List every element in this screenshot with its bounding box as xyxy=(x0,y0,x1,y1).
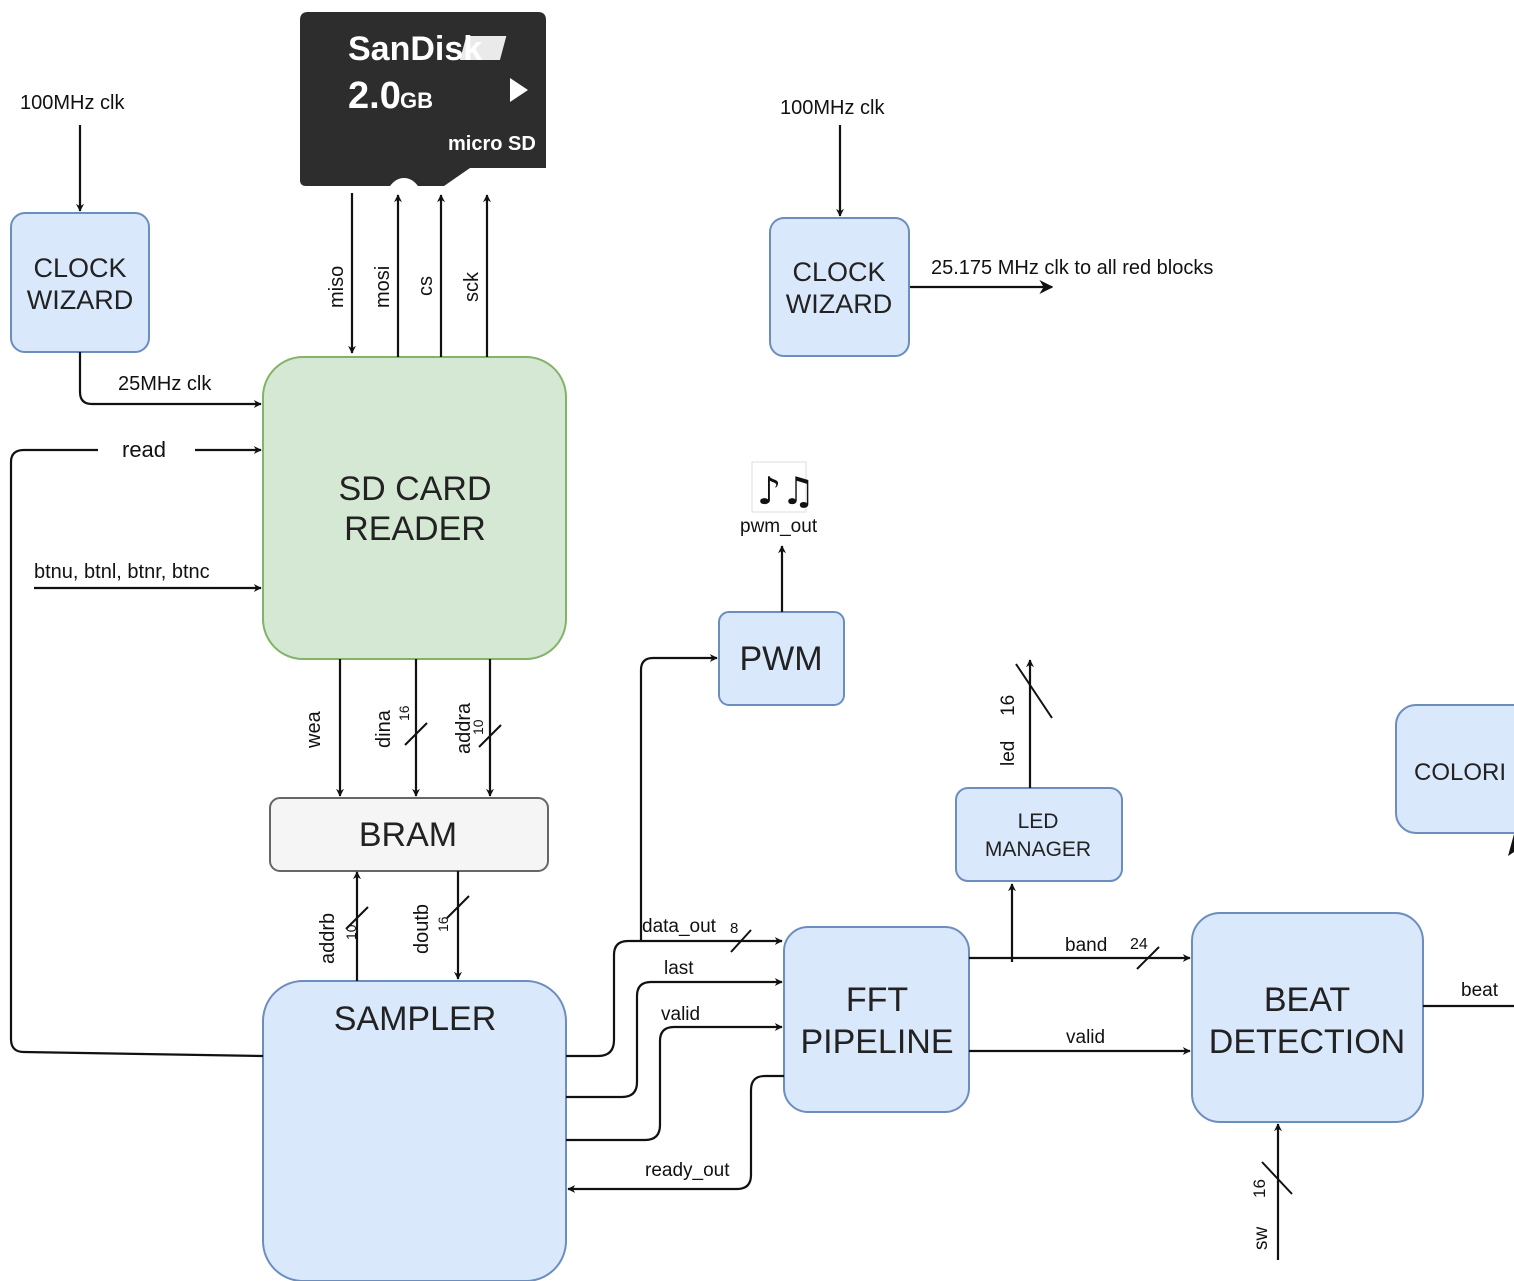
sd-card-unit: GB xyxy=(400,88,433,113)
fft-pipeline-label-2: PIPELINE xyxy=(800,1023,953,1061)
label-clk-in-left: 100MHz clk xyxy=(20,92,125,114)
bus-slash-led xyxy=(1016,664,1052,718)
label-data-out-width: 8 xyxy=(730,920,738,937)
arrow-into-coloring xyxy=(1508,834,1514,856)
sd-card-capacity: 2.0 xyxy=(348,75,401,117)
label-mosi: mosi xyxy=(372,266,394,308)
wire-read-loop xyxy=(11,450,263,1056)
beat-detection-label-1: BEAT xyxy=(1264,981,1350,1019)
clock-wizard-right-block xyxy=(770,218,909,356)
label-band: band xyxy=(1065,935,1107,956)
wire-last xyxy=(566,982,782,1097)
label-addra-width: 10 xyxy=(470,719,486,735)
label-data-out: data_out xyxy=(642,916,717,937)
clock-wizard-left-label-1: CLOCK xyxy=(33,253,126,283)
label-sw: sw xyxy=(1251,1227,1272,1251)
clock-wizard-right-label-2: WIZARD xyxy=(786,289,892,319)
label-miso: miso xyxy=(326,266,348,308)
label-addrb: addrb xyxy=(317,913,339,964)
label-sw-width: 16 xyxy=(1250,1179,1269,1198)
sd-card-brand-logo xyxy=(460,36,506,60)
label-pwm-out: pwm_out xyxy=(740,516,818,537)
label-cs: cs xyxy=(415,276,437,296)
led-manager-label-1: LED xyxy=(1018,810,1059,833)
label-wea: wea xyxy=(303,710,325,749)
label-led-width: 16 xyxy=(998,695,1019,716)
label-doutb-width: 16 xyxy=(435,916,451,932)
clock-wizard-right-label-1: CLOCK xyxy=(792,257,885,287)
wire-to-pwm xyxy=(641,658,717,941)
label-doutb: doutb xyxy=(411,904,433,954)
label-dina: dina xyxy=(373,709,395,748)
sd-card-reader-block xyxy=(263,357,566,659)
label-sck: sck xyxy=(461,271,483,302)
pwm-label: PWM xyxy=(739,640,822,678)
bram-label: BRAM xyxy=(359,816,457,854)
music-notes-icon: ♪♫ xyxy=(752,462,815,513)
label-valid-in: valid xyxy=(661,1004,700,1025)
label-led: led xyxy=(998,741,1019,766)
fft-pipeline-block xyxy=(784,927,969,1112)
sd-card-image: SanDisk 2.0 GB micro SD xyxy=(300,12,546,186)
label-buttons: btnu, btnl, btnr, btnc xyxy=(34,561,210,583)
fft-pipeline-label-1: FFT xyxy=(846,981,908,1019)
sd-card-brand: SanDisk xyxy=(348,30,482,68)
label-clk-in-right: 100MHz clk xyxy=(780,97,885,119)
label-clk-25: 25MHz clk xyxy=(118,373,212,395)
beat-detection-label-2: DETECTION xyxy=(1209,1023,1405,1061)
sd-card-reader-label-2: READER xyxy=(344,510,486,548)
sd-card-type-logo: micro SD xyxy=(448,133,536,155)
sd-card-reader-label-1: SD CARD xyxy=(338,470,491,508)
label-read: read xyxy=(122,437,166,462)
label-band-width: 24 xyxy=(1130,936,1148,953)
led-manager-block xyxy=(956,788,1122,881)
label-last: last xyxy=(664,958,694,979)
clock-wizard-left-label-2: WIZARD xyxy=(27,285,133,315)
svg-text:♪♫: ♪♫ xyxy=(757,469,815,513)
label-beat: beat xyxy=(1461,980,1499,1001)
led-manager-label-2: MANAGER xyxy=(985,838,1091,861)
label-clk-out-right: 25.175 MHz clk to all red blocks xyxy=(931,257,1213,279)
sampler-label: SAMPLER xyxy=(334,1000,497,1038)
wire-valid-in xyxy=(566,1027,782,1140)
label-valid-out: valid xyxy=(1066,1027,1105,1048)
label-addrb-width: 10 xyxy=(343,924,359,940)
label-dina-width: 16 xyxy=(396,705,412,721)
label-ready-out: ready_out xyxy=(645,1160,730,1181)
coloring-label: COLORI xyxy=(1414,759,1506,786)
